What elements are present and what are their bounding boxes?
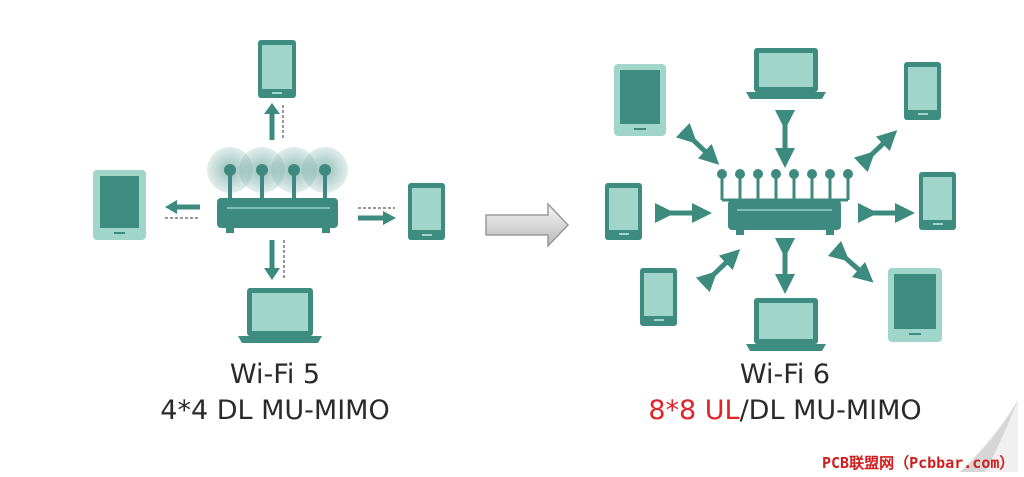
tablet-icon — [93, 170, 146, 240]
phone-icon — [919, 172, 956, 230]
wifi5-title: Wi-Fi 5 — [229, 359, 321, 390]
phone-icon — [904, 62, 941, 120]
router-icon — [717, 169, 853, 235]
wifi6-subtitle-accent: 8*8 UL — [648, 395, 740, 426]
router-icon — [217, 164, 338, 233]
wifi5-group — [93, 40, 445, 343]
watermark: PCB联盟网（Pcbbar.com） — [822, 454, 1015, 472]
arrow-right-icon — [358, 207, 396, 225]
phone-icon — [258, 40, 296, 98]
phone-icon — [408, 183, 445, 240]
wifi5-subtitle: 4*4 DL MU-MIMO — [160, 395, 390, 426]
laptop-icon — [238, 288, 322, 343]
phone-icon — [640, 268, 677, 326]
arrow-left-icon — [165, 200, 200, 219]
arrow-up-icon — [264, 103, 284, 140]
diagram-panel — [14, 6, 1018, 472]
wifi6-title: Wi-Fi 6 — [739, 359, 831, 390]
laptop-icon — [746, 298, 826, 351]
wifi6-subtitle-rest: /DL MU-MIMO — [739, 395, 922, 426]
phone-icon — [605, 183, 642, 240]
wifi6-subtitle: 8*8 UL/DL MU-MIMO — [605, 394, 965, 428]
laptop-icon — [746, 48, 826, 99]
arrow-right-icon — [485, 202, 570, 248]
tablet-icon — [614, 64, 666, 136]
wifi6-group — [605, 48, 956, 351]
tablet-icon — [888, 268, 942, 342]
arrow-down-icon — [264, 240, 285, 280]
bidirectional-arrows — [655, 110, 915, 294]
page-curl-icon — [960, 400, 1018, 472]
